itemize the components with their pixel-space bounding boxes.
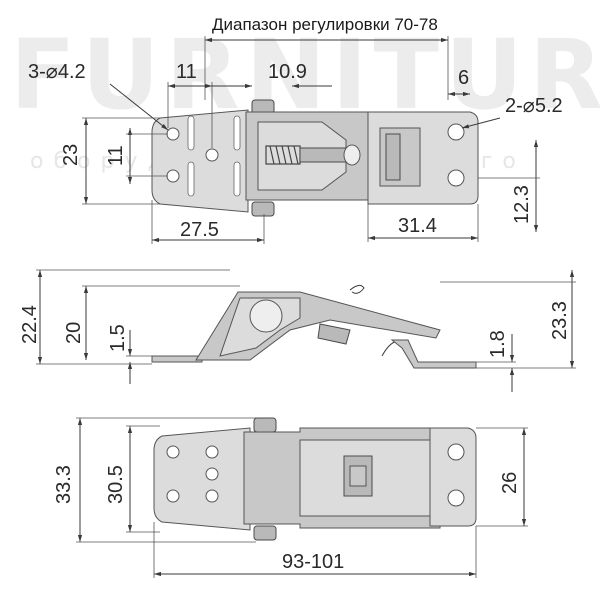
adjustment-range-title: Диапазон регулировки 70-78: [212, 15, 438, 34]
catch-hole: [447, 123, 465, 141]
bottom-view: [153, 417, 477, 541]
bottom-left-plate: [153, 427, 251, 531]
mount-hole: [205, 148, 219, 162]
dim-23: 23: [60, 144, 82, 166]
mount-hole: [166, 169, 180, 183]
holes-left-label: 3-⌀4.2: [28, 61, 86, 83]
dim-20: 20: [63, 322, 85, 344]
spring-clip: [349, 284, 365, 294]
rod-nut: [343, 144, 361, 166]
dim-10-9: 10.9: [268, 61, 307, 83]
dim-23-3: 23.3: [549, 301, 571, 340]
dim-11-top: 11: [176, 61, 197, 83]
top-view: [151, 99, 479, 217]
dim-33-3: 33.3: [53, 465, 75, 504]
dim-1-5: 1.5: [107, 324, 129, 352]
dim-93-101: 93-101: [282, 551, 344, 573]
dim-30-5: 30.5: [105, 465, 127, 504]
side-view: [151, 284, 477, 369]
adjusting-rod: [299, 147, 351, 163]
dim-27-5: 27.5: [180, 219, 219, 241]
dim-12-3: 12.3: [511, 185, 533, 224]
catch-hole: [447, 169, 465, 187]
dim-26: 26: [499, 472, 521, 494]
holes-right-label: 2-⌀5.2: [505, 95, 563, 117]
dim-31-4: 31.4: [398, 215, 437, 237]
hinge-pin: [249, 299, 283, 333]
dim-6: 6: [458, 67, 469, 89]
bottom-catch-plate: [429, 427, 477, 527]
side-base-plate: [151, 355, 203, 363]
dim-1-8: 1.8: [487, 330, 509, 358]
catch-hook: [385, 133, 401, 181]
mount-hole: [166, 127, 180, 141]
dim-22-4: 22.4: [19, 305, 41, 344]
side-catch: [390, 339, 477, 369]
dim-11-left: 11: [105, 145, 127, 166]
